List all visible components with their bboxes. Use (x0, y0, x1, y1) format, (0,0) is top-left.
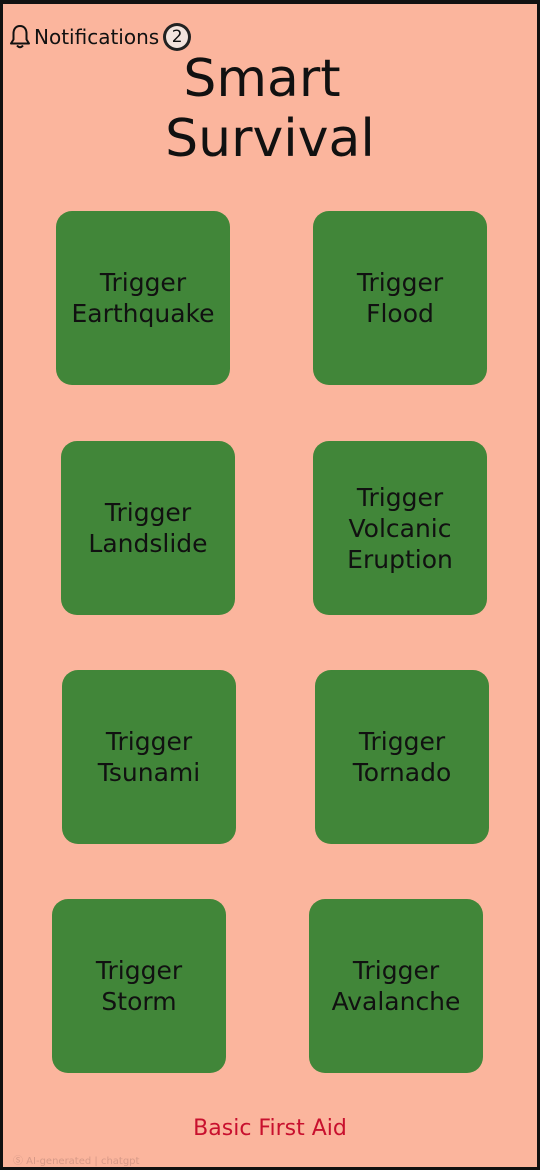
app-title-line-1: Smart (183, 49, 341, 109)
notifications-button[interactable]: Notifications 2 (7, 20, 192, 54)
trigger-earthquake-label: Trigger Earthquake (71, 268, 215, 328)
trigger-avalanche-button[interactable]: Trigger Avalanche (309, 899, 483, 1073)
basic-first-aid-link[interactable]: Basic First Aid (193, 1116, 347, 1141)
trigger-volcanic-eruption-button[interactable]: Trigger Volcanic Eruption (313, 441, 487, 615)
trigger-flood-button[interactable]: Trigger Flood (313, 211, 487, 385)
trigger-volcanic-eruption-label: Trigger Volcanic Eruption (347, 482, 453, 574)
trigger-tsunami-button[interactable]: Trigger Tsunami (62, 670, 236, 844)
notifications-label: Notifications (34, 25, 160, 49)
trigger-tsunami-label: Trigger Tsunami (97, 727, 201, 787)
notification-count: 2 (166, 26, 189, 48)
notification-count-badge: 2 (163, 23, 192, 51)
trigger-avalanche-label: Trigger Avalanche (331, 956, 461, 1016)
trigger-flood-label: Trigger Flood (356, 268, 444, 328)
app-title-line-2: Survival (165, 109, 375, 169)
watermark-text: Ⓢ AI-generated | chatgpt (13, 1156, 140, 1167)
trigger-storm-label: Trigger Storm (95, 956, 183, 1016)
trigger-tornado-label: Trigger Tornado (352, 727, 452, 787)
bell-icon (7, 22, 33, 52)
trigger-tornado-button[interactable]: Trigger Tornado (315, 670, 489, 844)
trigger-landslide-label: Trigger Landslide (88, 498, 208, 558)
trigger-storm-button[interactable]: Trigger Storm (52, 899, 226, 1073)
trigger-landslide-button[interactable]: Trigger Landslide (61, 441, 235, 615)
trigger-earthquake-button[interactable]: Trigger Earthquake (56, 211, 230, 385)
